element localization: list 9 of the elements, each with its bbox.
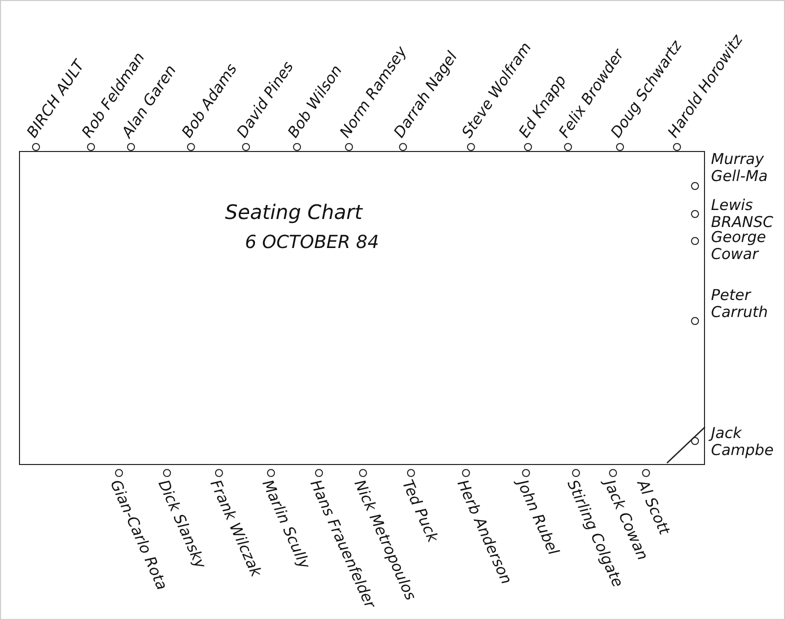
table-outline [19,151,705,465]
guest-name: Lewis BRANSC [711,197,774,231]
guest-name: George Cowar [711,229,767,263]
guest-name: Jack Campbe [711,425,783,459]
guest-name: Peter Carruth [711,287,769,321]
guest-name: Ted Puck [398,477,442,545]
date-text: 6 OCTOBER 84 [245,232,379,253]
guest-name: Murray Gell-Ma [711,151,769,185]
chart-title: Seating Chart [225,200,362,224]
